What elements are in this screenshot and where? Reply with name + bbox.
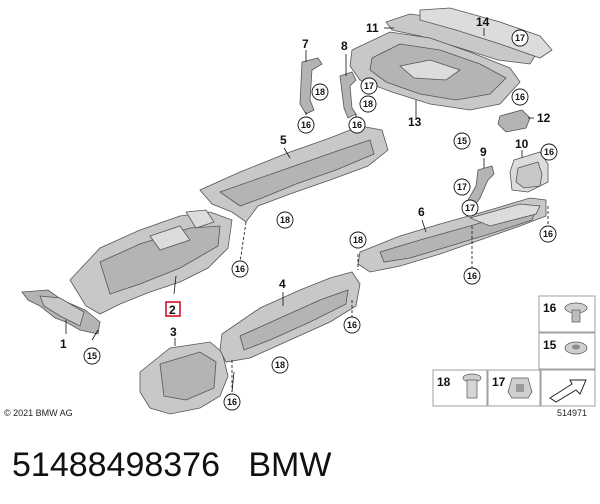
callout-11: 11: [366, 21, 379, 35]
callout-14: 14: [476, 15, 490, 29]
legend-number-17: 17: [492, 375, 506, 389]
legend-number-16: 16: [543, 301, 557, 315]
svg-text:17: 17: [364, 81, 374, 91]
svg-text:18: 18: [275, 360, 285, 370]
circle-ref: 18: [349, 231, 367, 249]
callout-13: 13: [408, 115, 422, 129]
circle-ref: 16: [297, 116, 315, 134]
circle-ref: 16: [511, 88, 529, 106]
circle-ref: 15: [83, 347, 101, 365]
clip-nut-icon: [507, 377, 533, 399]
leader-lines: [65, 27, 549, 393]
circle-ref: 17: [461, 199, 479, 217]
circle-ref: 16: [463, 267, 481, 285]
svg-text:16: 16: [352, 120, 362, 130]
callout-numbers: 1 2 3 4 5 6 7 8 9 10 11 12 13 14: [60, 15, 551, 351]
legend-number-15: 15: [543, 338, 557, 352]
svg-text:16: 16: [544, 147, 554, 157]
brand-name: BMW: [248, 446, 332, 484]
circle-ref: 16: [539, 225, 557, 243]
callout-1: 1: [60, 337, 67, 351]
callout-12: 12: [537, 111, 551, 125]
svg-text:16: 16: [543, 229, 553, 239]
callout-9: 9: [480, 145, 487, 159]
svg-text:15: 15: [457, 136, 467, 146]
circle-ref: 18: [359, 95, 377, 113]
illustration-ref-number: 514971: [557, 408, 587, 418]
svg-text:17: 17: [465, 203, 475, 213]
circle-ref: 16: [540, 143, 558, 161]
svg-text:16: 16: [227, 397, 237, 407]
svg-text:18: 18: [315, 87, 325, 97]
fastener-legend: 16 15 18 17: [432, 295, 596, 407]
speed-nut-icon: [564, 341, 588, 355]
circle-ref: 18: [271, 356, 289, 374]
part-number: 51488498376: [12, 446, 221, 484]
circle-ref: 17: [453, 178, 471, 196]
direction-arrow-icon: [549, 379, 587, 403]
heat-shield-part-3: [139, 341, 229, 415]
callout-3: 3: [170, 325, 177, 339]
bracket-part-7: [299, 57, 323, 115]
circle-ref: 16: [231, 260, 249, 278]
heat-shield-part-1: [21, 289, 101, 335]
expanding-rivet-icon: [462, 373, 482, 399]
heat-shield-part-5: [199, 125, 389, 223]
circle-ref: 16: [343, 316, 361, 334]
callout-10: 10: [515, 137, 529, 151]
circle-ref: 18: [311, 83, 329, 101]
circle-ref: 16: [223, 393, 241, 411]
heat-shield-part-4: [219, 271, 361, 363]
circle-ref: 18: [276, 211, 294, 229]
svg-text:18: 18: [280, 215, 290, 225]
svg-text:16: 16: [515, 92, 525, 102]
svg-text:18: 18: [363, 99, 373, 109]
callout-7: 7: [302, 37, 309, 51]
legend-box-16: [538, 295, 596, 333]
underbody-panel-part-13: [349, 31, 521, 111]
heat-plate-part-10: [509, 151, 549, 193]
heat-shield-part-2: [69, 209, 233, 315]
heat-shield-part-6: [357, 197, 547, 273]
svg-text:17: 17: [515, 33, 525, 43]
svg-text:16: 16: [347, 320, 357, 330]
callout-8: 8: [341, 39, 348, 53]
circle-ref: 15: [453, 132, 471, 150]
circle-ref: 17: [360, 77, 378, 95]
svg-text:16: 16: [301, 120, 311, 130]
clip-part-12: [497, 109, 531, 133]
callout-4: 4: [279, 277, 286, 291]
callout-5: 5: [280, 133, 287, 147]
svg-text:15: 15: [87, 351, 97, 361]
bracket-part-9: [467, 165, 495, 207]
svg-text:18: 18: [353, 235, 363, 245]
svg-text:16: 16: [235, 264, 245, 274]
legend-box-18: [432, 369, 488, 407]
fastener-circle-refs: 17 16 18 16 17 18 16 16 15 15 18 16 18 1…: [83, 29, 558, 411]
legend-number-18: 18: [437, 375, 451, 389]
svg-text:17: 17: [457, 182, 467, 192]
callout-6: 6: [418, 205, 425, 219]
circle-ref: 17: [511, 29, 529, 47]
circle-ref: 16: [348, 116, 366, 134]
copyright-text: © 2021 BMW AG: [4, 408, 73, 418]
push-nut-icon: [564, 302, 588, 323]
callout-2-highlight-box: [165, 301, 181, 317]
callout-2: 2: [169, 303, 176, 317]
bracket-part-8: [339, 71, 357, 119]
svg-text:16: 16: [467, 271, 477, 281]
part-number-caption: 51488498376 BMW: [12, 440, 331, 490]
